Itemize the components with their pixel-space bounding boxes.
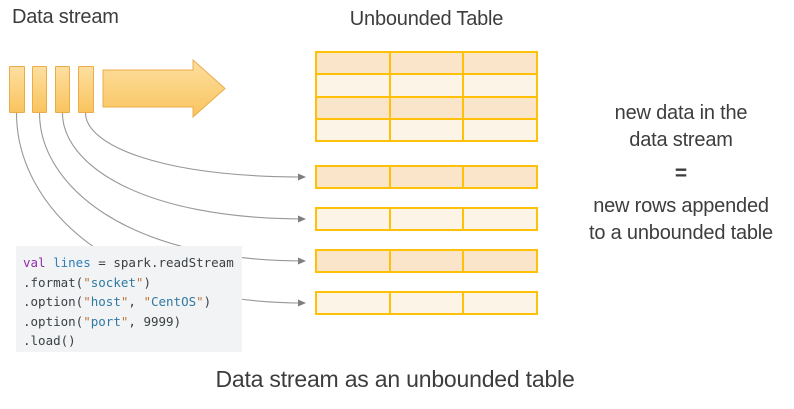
code-token-pln: .format( [23,274,84,290]
code-token-pln: ) [203,294,212,309]
code-token-q: " [196,294,204,309]
appended-row [315,249,538,273]
table-cell [462,97,536,118]
code-token-pln: , [128,313,144,329]
code-token-num: 9999 [143,313,174,329]
table-cell [317,293,389,313]
code-token-pln: = spark.readStream [90,255,234,270]
table-cell [317,120,389,140]
table-cell [317,251,389,271]
table-cell [388,53,463,74]
equation-bottom-text: new rows appended to a unbounded table [564,193,794,247]
table-row [317,53,536,74]
table-cell [317,53,389,73]
code-line: .option("host", "CentOS") [23,292,236,312]
table-cell [462,251,536,271]
equation-line: data stream [629,129,733,151]
code-token-pln [46,255,54,270]
table-cell [388,167,463,187]
appended-row [315,207,538,231]
code-token-var: lines [53,255,91,270]
table-cell [317,98,389,118]
slide-caption: Data stream as an unbounded table [215,366,575,392]
table-cell [462,167,536,187]
stream-item [55,66,70,113]
code-token-q: " [83,274,91,290]
code-token-q: " [83,294,91,309]
code-line: .option("port", 9999) [23,312,236,332]
stream-item [9,66,25,113]
code-token-q: " [83,313,91,329]
code-token-str: host [90,294,121,309]
table-cell [462,75,536,96]
code-token-pln: .load() [23,333,76,348]
code-token-pln: .option( [23,294,84,309]
code-token-str: port [90,313,121,329]
code-token-q: " [143,294,151,309]
table-cell [317,167,389,187]
code-token-q: " [135,274,144,290]
table-cell [462,119,536,140]
table-cell [388,251,463,271]
unbounded-table [315,51,538,142]
code-token-kw: val [23,255,46,270]
equation-top-text: new data in the data stream [564,100,794,154]
table-cell [388,75,463,96]
table-cell [317,209,389,229]
code-line: val lines = spark.readStream [23,253,236,273]
code-token-q: " [120,313,129,329]
table-cell [388,209,463,229]
code-token-str: CentOS [150,294,197,309]
equation-block: new data in the data stream = new rows ap… [564,100,794,247]
stream-item [78,66,94,113]
equation-line: to a unbounded table [589,222,773,244]
code-token-pln: ) [143,274,151,290]
table-cell [388,293,463,313]
table-cell [462,53,536,74]
code-snippet: val lines = spark.readStream.format("soc… [16,246,242,352]
stream-arrow-icon [102,58,226,119]
equals-sign: = [674,162,688,185]
table-cell [462,209,536,229]
unbounded-table-title: Unbounded Table [349,8,504,30]
stream-title: Data stream [12,6,119,28]
equation-line: new data in the [614,102,748,124]
table-row [317,117,536,140]
table-cell [462,293,536,313]
table-cell [388,97,463,118]
table-cell [317,75,389,95]
connector-arrow [84,112,306,181]
connector-arrow [38,112,306,265]
code-token-pln: ) [173,313,182,329]
table-row [317,73,536,96]
code-line: .load() [23,331,236,351]
appended-row [315,165,538,189]
code-token-str: socket [90,274,136,290]
stream-item [32,66,47,113]
connector-arrow [61,112,306,223]
table-row [317,95,536,118]
table-cell [388,119,463,140]
equation-line: new rows appended [593,195,769,217]
code-token-pln: .option( [23,313,84,329]
code-token-pln: , [128,294,144,309]
code-token-q: " [120,294,129,309]
code-line: .format("socket") [23,273,236,293]
appended-row [315,291,538,315]
